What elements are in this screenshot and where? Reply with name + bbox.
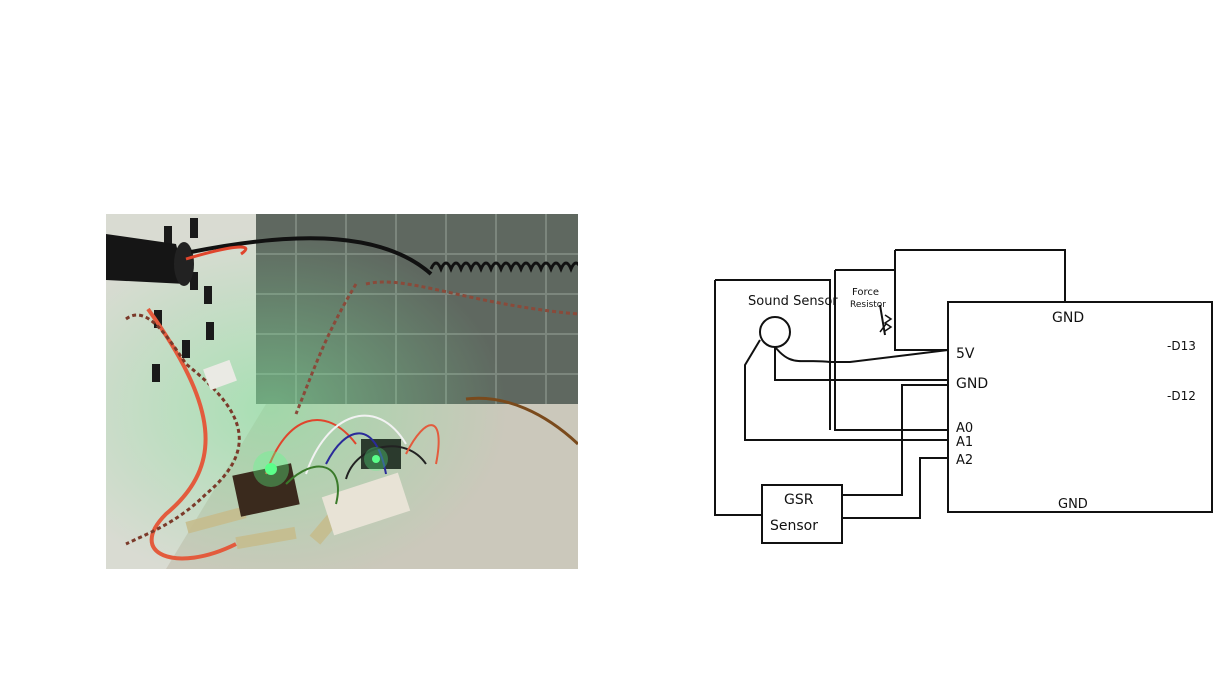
pin-a2-label: A2 (956, 453, 973, 468)
gsr-sensor-label: Sensor (770, 518, 818, 534)
wall-label-sticker (203, 359, 237, 391)
wall-slots (152, 218, 214, 382)
force-wire (835, 269, 948, 351)
circuit-photo (106, 214, 578, 569)
green-led (265, 463, 277, 475)
breadboard (321, 472, 411, 536)
force-resistor-label: Force (852, 287, 879, 298)
board-top-gnd-label: GND (1052, 310, 1084, 326)
pin-d13-label: -D13 (1167, 339, 1196, 353)
microcontroller-board (232, 463, 300, 517)
pin-5v-label: 5V (956, 346, 975, 362)
brown-cable (465, 396, 578, 446)
microphone-icon (106, 234, 194, 286)
green-led (372, 455, 380, 463)
gnd-wire (895, 249, 1066, 302)
coiled-cable (429, 261, 578, 273)
force-resistor-icon (879, 314, 893, 333)
twisted-wire (365, 280, 578, 316)
board-bottom-gnd-label: GND (1058, 497, 1088, 512)
twisted-wire (294, 283, 358, 415)
red-wire (146, 307, 237, 561)
red-wire (185, 245, 248, 261)
gsr-label: GSR (784, 492, 814, 508)
sound-sensor-icon (759, 316, 791, 348)
power-wire (714, 279, 831, 516)
force-resistor-label-2: Resistor (850, 300, 886, 310)
twisted-wire (125, 313, 241, 546)
gsr-wire (842, 384, 948, 496)
jumper-wires (265, 414, 440, 505)
pin-a0-label: A0 (956, 421, 973, 436)
sound-wire (769, 339, 949, 363)
black-cable (190, 236, 433, 276)
pin-a1-label: A1 (956, 435, 973, 450)
pin-gnd-label: GND (956, 376, 988, 392)
gsr-sensor-box (761, 484, 843, 544)
arduino-board (947, 301, 1213, 513)
sound-sensor-label: Sound Sensor (748, 294, 838, 309)
pin-d12-label: -D12 (1167, 389, 1196, 403)
wiring-schematic: Sound Sensor Force Resistor GSR Sensor G… (714, 249, 1213, 544)
